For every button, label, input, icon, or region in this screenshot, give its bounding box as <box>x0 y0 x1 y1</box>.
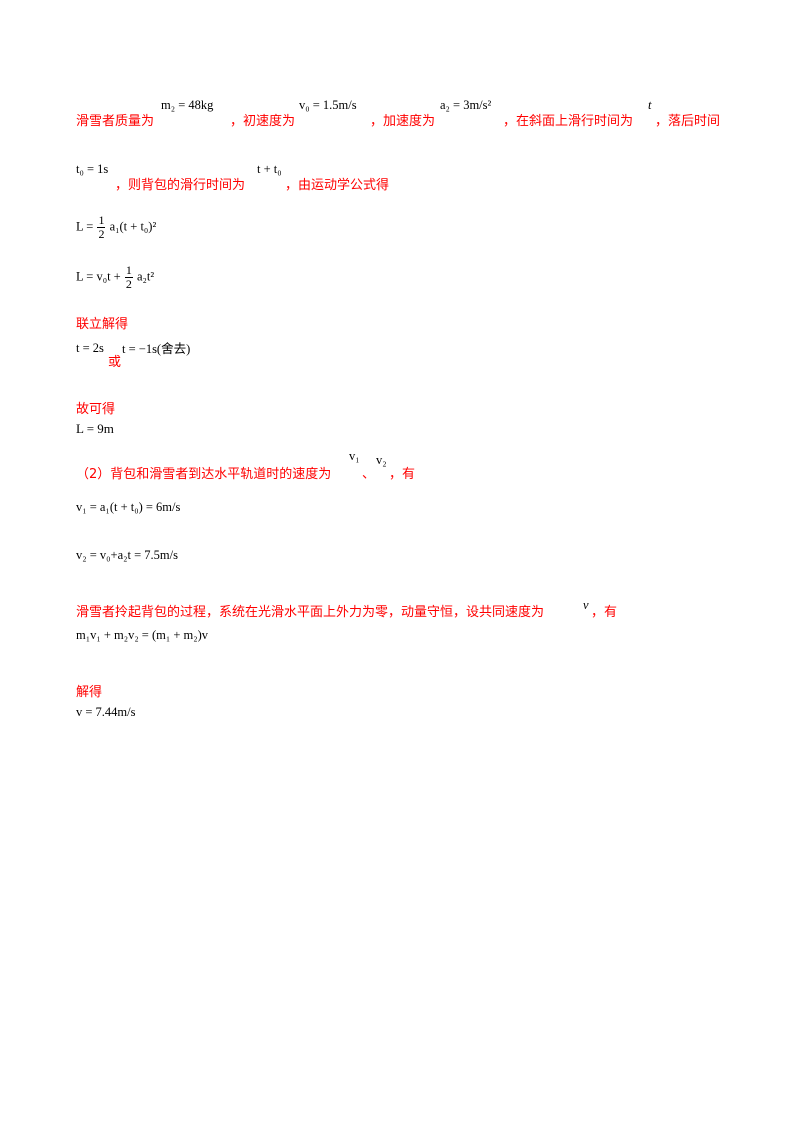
text-solve-jointly: 联立解得 <box>76 317 129 332</box>
math-v0: v₀ = 1.5m/s <box>299 98 357 112</box>
text-initial-velocity-label: ，初速度为 <box>230 114 296 129</box>
text-acceleration-label: ，加速度为 <box>370 114 436 129</box>
math-a2: a₂ = 3m/s² <box>440 98 492 112</box>
math-t0: t₀ = 1s <box>76 162 109 176</box>
equation-2-lhs: L = v₀t + <box>76 269 121 284</box>
equation-1-denominator: 2 <box>98 227 105 241</box>
equation-2-numerator: 1 <box>124 263 133 278</box>
text-have: ，有 <box>389 467 416 482</box>
text-have-2: ，有 <box>591 605 618 620</box>
text-separator: 、 <box>362 467 376 482</box>
math-v1: v₁ <box>349 449 360 463</box>
math-m2: m₂ = 48kg <box>161 98 214 112</box>
equation-1: L = 1 2 a₁(t + t₀)² <box>76 214 156 241</box>
text-solution: 解得 <box>76 685 103 700</box>
equation-1-fraction: 1 2 <box>97 213 106 241</box>
text-backpack-time-label: ，则背包的滑行时间为 <box>115 178 246 193</box>
text-lag-time-label: ，落后时间 <box>655 114 721 129</box>
text-skier-mass-label: 滑雪者质量为 <box>76 114 155 129</box>
math-v2: v₂ <box>376 453 387 467</box>
text-momentum-conservation: 滑雪者拎起背包的过程，系统在光滑水平面上外力为零，动量守恒，设共同速度为 <box>76 605 545 620</box>
equation-1-numerator: 1 <box>97 213 106 228</box>
math-t-plus-t0: t + t₀ <box>257 162 282 176</box>
equation-1-lhs: L = <box>76 219 94 234</box>
math-t-negative-discarded: t = −1s(舍去) <box>122 342 191 356</box>
math-t: t <box>648 98 652 112</box>
equation-2-denominator: 2 <box>125 277 132 291</box>
equation-2-rhs: a₂t² <box>136 269 155 284</box>
equation-1-rhs: a₁(t + t₀)² <box>109 219 157 234</box>
text-part2-velocities: （2）背包和滑雪者到达水平轨道时的速度为 <box>76 467 332 482</box>
equation-2-fraction: 1 2 <box>124 263 133 291</box>
text-thus: 故可得 <box>76 402 116 417</box>
equation-6: v = 7.44m/s <box>76 705 136 719</box>
equation-4: v₂ = v₀+a₂t = 7.5m/s <box>76 548 178 562</box>
equation-3: v₁ = a₁(t + t₀) = 6m/s <box>76 500 181 514</box>
math-t-equals-2s: t = 2s <box>76 341 104 355</box>
text-or: 或 <box>108 355 122 370</box>
equation-2: L = v₀t + 1 2 a₂t² <box>76 264 154 291</box>
math-v: v <box>583 598 589 612</box>
text-kinematics-label: ，由运动学公式得 <box>285 178 390 193</box>
text-slope-time-label: ，在斜面上滑行时间为 <box>503 114 634 129</box>
equation-5: m₁v₁ + m₂v₂ = (m₁ + m₂)v <box>76 628 209 642</box>
math-L-equals-9m: L = 9m <box>76 421 114 436</box>
